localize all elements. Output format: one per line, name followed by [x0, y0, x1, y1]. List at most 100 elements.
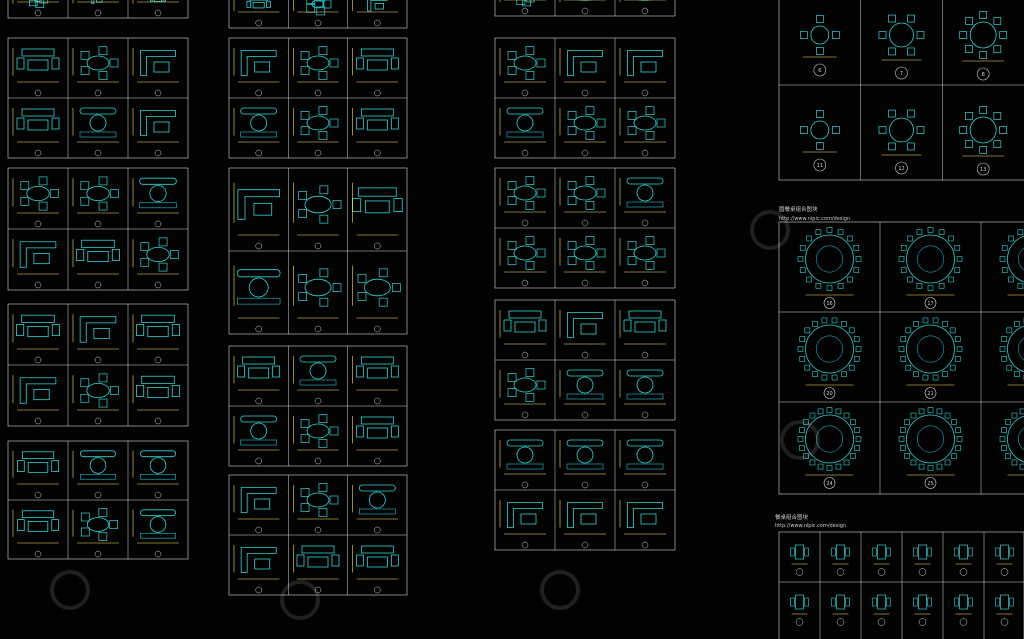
chair-shape [979, 51, 988, 59]
banquet-table-shape [906, 324, 955, 374]
chair-shape [815, 47, 824, 55]
chair-shape [645, 131, 655, 140]
sofa-shape [626, 393, 664, 400]
chair-shape [965, 140, 973, 148]
coffee-table-shape [640, 61, 657, 73]
label-bubble [795, 618, 804, 626]
label-bubble [314, 325, 322, 333]
chair-shape [841, 321, 847, 327]
dining-table-shape [810, 120, 830, 140]
label-bubble [374, 526, 381, 534]
armchair-shape [352, 198, 362, 213]
label-bubble [823, 477, 836, 489]
chair-shape [300, 434, 310, 443]
banquet-table-shape [805, 234, 854, 284]
label-bubble [823, 387, 836, 399]
label-bubble [959, 568, 968, 576]
chair-shape [140, 257, 150, 267]
label-bubble [581, 411, 589, 419]
chair-shape [815, 15, 824, 23]
chair-shape [922, 374, 929, 381]
chair-shape [954, 597, 959, 607]
table-number: 12 [898, 166, 904, 172]
chair-shape [329, 495, 339, 505]
chair-shape [567, 126, 577, 135]
sofa-shape [360, 48, 394, 57]
chair-shape [1008, 276, 1014, 283]
chair-shape [790, 547, 795, 557]
chair-shape [656, 248, 666, 258]
label-bubble [581, 219, 589, 227]
round-table-shape [516, 114, 534, 132]
coffee-table-shape [27, 119, 49, 131]
oval-table-shape [513, 245, 537, 261]
chair-shape [109, 58, 119, 68]
chair-shape [936, 463, 943, 470]
label-bubble [521, 411, 529, 419]
round-table-shape [516, 446, 534, 464]
chair-shape [979, 11, 988, 19]
sectional-sofa-shape [140, 110, 176, 136]
chair-shape [656, 118, 666, 128]
chair-shape [815, 110, 824, 118]
chair-shape [854, 445, 860, 451]
chair-shape [837, 229, 844, 236]
table-number: 21 [927, 391, 933, 397]
chair-shape [1009, 547, 1014, 557]
chair-shape [38, 176, 48, 186]
chair-shape [927, 285, 934, 291]
coffee-table-shape [520, 513, 537, 525]
chair-shape [954, 245, 961, 251]
chair-shape [853, 336, 860, 342]
chair-shape [1005, 453, 1011, 459]
chair-shape [507, 256, 517, 265]
chair-shape [968, 597, 973, 607]
chair-shape [806, 235, 812, 242]
chair-shape [831, 597, 836, 607]
label-bubble [795, 568, 804, 576]
label-bubble [34, 89, 42, 97]
chair-shape [525, 71, 535, 80]
chair-shape [907, 142, 915, 151]
chair-shape [900, 336, 907, 342]
chair-shape [1006, 364, 1013, 371]
label-bubble [314, 89, 322, 97]
chair-shape [169, 250, 179, 259]
chair-shape [585, 236, 595, 245]
label-bubble [976, 162, 990, 176]
armchair-shape [17, 519, 25, 531]
chair-shape [954, 267, 961, 273]
group-frame [7, 0, 189, 19]
chair-shape [886, 547, 891, 557]
coffee-table-shape [93, 328, 110, 340]
oval-table-shape [513, 185, 537, 201]
chair-shape [900, 356, 907, 362]
sofa-shape [508, 310, 542, 319]
chair-shape [799, 245, 806, 251]
armchair-shape [355, 117, 364, 130]
table-shape [836, 544, 845, 560]
oval-table-shape [363, 278, 391, 297]
chair-shape [959, 126, 968, 134]
label-bubble [976, 67, 990, 81]
sofa-shape [360, 545, 394, 554]
sofa-shape [506, 463, 544, 470]
chair-shape [507, 181, 517, 190]
label-bubble [94, 149, 102, 157]
chair-shape [951, 453, 957, 459]
armchair-shape [17, 460, 25, 472]
label-bubble [154, 9, 162, 17]
chair-shape [812, 371, 818, 377]
chair-shape [845, 547, 850, 557]
label-bubble [94, 417, 102, 425]
sofa-shape [506, 439, 544, 447]
table-shape [918, 544, 927, 560]
chair-shape [322, 0, 332, 9]
chair-shape [318, 46, 328, 55]
round-table-shape [368, 491, 386, 509]
table-shape [918, 594, 927, 610]
label-bubble [154, 220, 162, 228]
table-number: 8 [982, 72, 985, 78]
oval-table-shape [306, 492, 330, 508]
label-bubble [581, 89, 589, 97]
